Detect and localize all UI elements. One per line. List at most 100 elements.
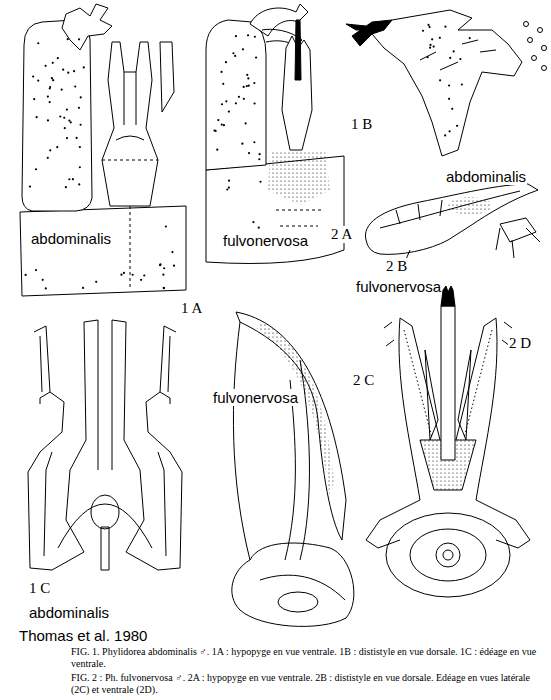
setae-dots: [25, 24, 471, 290]
setae-dots-stroke: [25, 274, 27, 276]
dististyle-2b-stroke: [380, 191, 520, 228]
aedeagus-1c-stroke: [91, 495, 119, 529]
figure-number: 1 C: [28, 580, 51, 597]
setae-dots-stroke: [65, 186, 67, 188]
setae-dots-stroke: [61, 88, 63, 90]
setae-dots-stroke: [234, 55, 236, 57]
setae-dots-stroke: [68, 178, 70, 180]
aedeagus-2d-stroke: [436, 543, 460, 567]
setae-dots-stroke: [47, 157, 49, 159]
setae-dots-stroke: [37, 79, 39, 81]
setae-dots-stroke: [449, 57, 451, 59]
setae-dots-stroke: [259, 153, 261, 155]
source-credit: Thomas et al. 1980: [18, 627, 148, 644]
setae-dots-stroke: [451, 108, 453, 110]
setae-dots-stroke: [253, 102, 255, 104]
setae-dots-stroke: [159, 263, 161, 265]
figure-number: 1 B: [350, 116, 373, 133]
aedeagus-2c-stroke: [233, 322, 250, 560]
setae-dots-stroke: [259, 181, 261, 183]
hypopygium-1a-stroke: [62, 4, 112, 50]
setae-dots-stroke: [64, 127, 66, 129]
setae-dots-stroke: [246, 74, 248, 76]
setae-dots-stroke: [59, 115, 61, 117]
dististyle-2b-stroke: [500, 218, 536, 242]
setae-dots-stroke: [258, 158, 260, 160]
setae-dots-stroke: [439, 79, 441, 81]
setae-dots-stroke: [49, 149, 51, 151]
setae-dots-stroke: [253, 141, 255, 143]
setae-dots-stroke: [247, 34, 249, 36]
aedeagus-1c-stroke: [58, 504, 152, 548]
setae-dots-stroke: [238, 96, 240, 98]
setae-dots-stroke: [163, 287, 165, 289]
aedeagus-2d-stroke: [441, 286, 455, 306]
hypopygium-1a-stroke: [102, 42, 158, 206]
setae-dots-stroke: [66, 137, 68, 139]
dististyle-1b-stroke: [372, 10, 522, 156]
setae-dots-stroke: [52, 79, 54, 81]
setae-dots-stroke: [228, 110, 230, 112]
setae-dots-stroke: [159, 264, 161, 266]
setae-dots-stroke: [242, 48, 244, 50]
hypopygium-1a-stroke: [116, 72, 144, 140]
hypopygium-2a: [206, 4, 344, 264]
aedeagus-2c-stroke: [260, 575, 345, 600]
setae-dots-stroke: [143, 274, 145, 276]
setae-dots-stroke: [449, 130, 451, 132]
setae-dots-stroke: [120, 274, 122, 276]
aedeagus-1c-stroke: [112, 320, 182, 570]
setae-dots-stroke: [226, 188, 228, 190]
dististyle-2b-stroke: [448, 197, 492, 215]
dististyle-1b-stroke: [524, 22, 529, 27]
setae-dots-stroke: [221, 123, 223, 125]
setae-dots-stroke: [163, 267, 165, 269]
setae-dots-stroke: [228, 180, 230, 182]
species-label: abdominalis: [445, 168, 527, 185]
aedeagus-2d-stroke: [386, 513, 510, 597]
setae-dots-stroke: [51, 77, 53, 79]
setae-dots-stroke: [45, 287, 47, 289]
setae-dots-stroke: [35, 269, 37, 271]
dististyle-1b-stroke: [538, 28, 543, 33]
setae-dots-stroke: [216, 149, 218, 151]
setae-dots-stroke: [431, 38, 433, 40]
dististyle-1b-stroke: [352, 20, 392, 46]
setae-dots-stroke: [461, 83, 463, 85]
setae-dots-stroke: [429, 26, 431, 28]
figure-number: 2 B: [385, 258, 408, 275]
setae-dots-stroke: [448, 98, 450, 100]
setae-dots-stroke: [444, 134, 446, 136]
setae-dots-stroke: [67, 72, 69, 74]
figure-number: 2 C: [352, 372, 375, 389]
species-label: abdominalis: [30, 230, 112, 247]
setae-dots-stroke: [433, 45, 435, 47]
figure-caption: FIG. 2 : Ph. fulvonervosa ♂. 2A : hypopy…: [70, 672, 544, 696]
setae-dots-stroke: [163, 287, 165, 289]
setae-dots-stroke: [253, 82, 255, 84]
setae-dots-stroke: [248, 85, 250, 87]
setae-dots-stroke: [215, 130, 217, 132]
setae-dots-stroke: [56, 146, 58, 148]
figure-number: 1 A: [180, 300, 203, 317]
setae-dots-stroke: [217, 119, 219, 121]
setae-dots-stroke: [140, 279, 142, 281]
setae-dots-stroke: [68, 119, 70, 121]
hypopygium-1a-stroke: [20, 206, 186, 296]
setae-dots-stroke: [35, 168, 37, 170]
setae-dots-stroke: [162, 274, 164, 276]
setae-dots-stroke: [80, 124, 82, 126]
setae-dots-stroke: [429, 47, 431, 49]
setae-dots-stroke: [80, 96, 82, 98]
setae-dots-stroke: [252, 221, 254, 223]
setae-dots-stroke: [78, 107, 80, 109]
species-label: abdominalis: [28, 604, 110, 621]
setae-dots-stroke: [245, 122, 247, 124]
aedeagus-1c-stroke: [28, 320, 98, 570]
setae-dots-stroke: [66, 108, 68, 110]
aedeagus-2c-stroke: [232, 543, 354, 626]
setae-dots-stroke: [246, 85, 248, 87]
setae-dots-stroke: [439, 37, 441, 39]
setae-dots-stroke: [123, 272, 125, 274]
setae-dots-stroke: [62, 69, 64, 71]
